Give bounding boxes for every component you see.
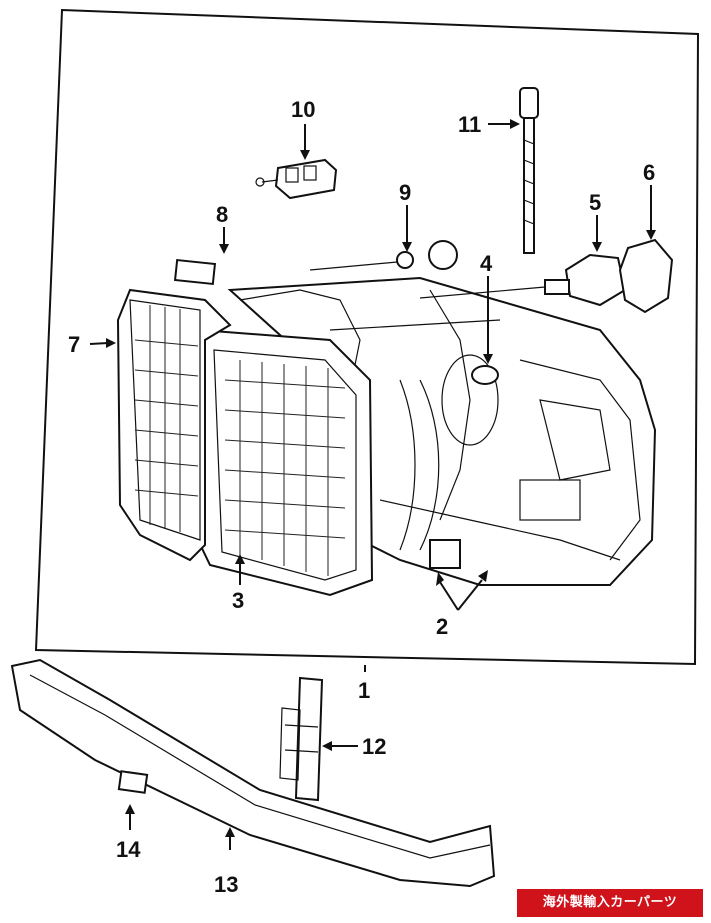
retainer-clip [173,258,217,286]
callout-2: 2 [436,614,448,639]
callout-9: 9 [399,180,411,205]
assembly-frame [34,8,700,666]
bulb-cap [618,238,674,314]
callout-5: 5 [589,190,601,215]
callout-14: 14 [116,837,141,862]
callout-3: 3 [232,588,244,613]
aiming-screw [519,87,539,254]
callout-7: 7 [68,332,80,357]
trim-pad [117,770,149,794]
mounting-bracket [279,676,324,802]
callout-10: 10 [291,97,315,122]
callout-4: 4 [480,251,493,276]
callout-1: 1 [358,678,370,703]
leader-lines [89,119,656,850]
callout-11: 11 [458,112,481,137]
connector-socket [255,158,338,200]
headlamp-lens [196,328,374,597]
callout-13: 13 [214,872,238,897]
retainer-ring [471,365,499,385]
corner-lens [116,288,232,562]
watermark-badge: 海外製輸入カーパーツ [517,889,703,917]
callout-6: 6 [643,160,655,185]
callout-8: 8 [216,202,228,227]
headlamp-bulb [419,253,627,307]
trim-strip [10,658,496,888]
callout-12: 12 [362,734,386,759]
adjusting-screw [309,240,458,271]
